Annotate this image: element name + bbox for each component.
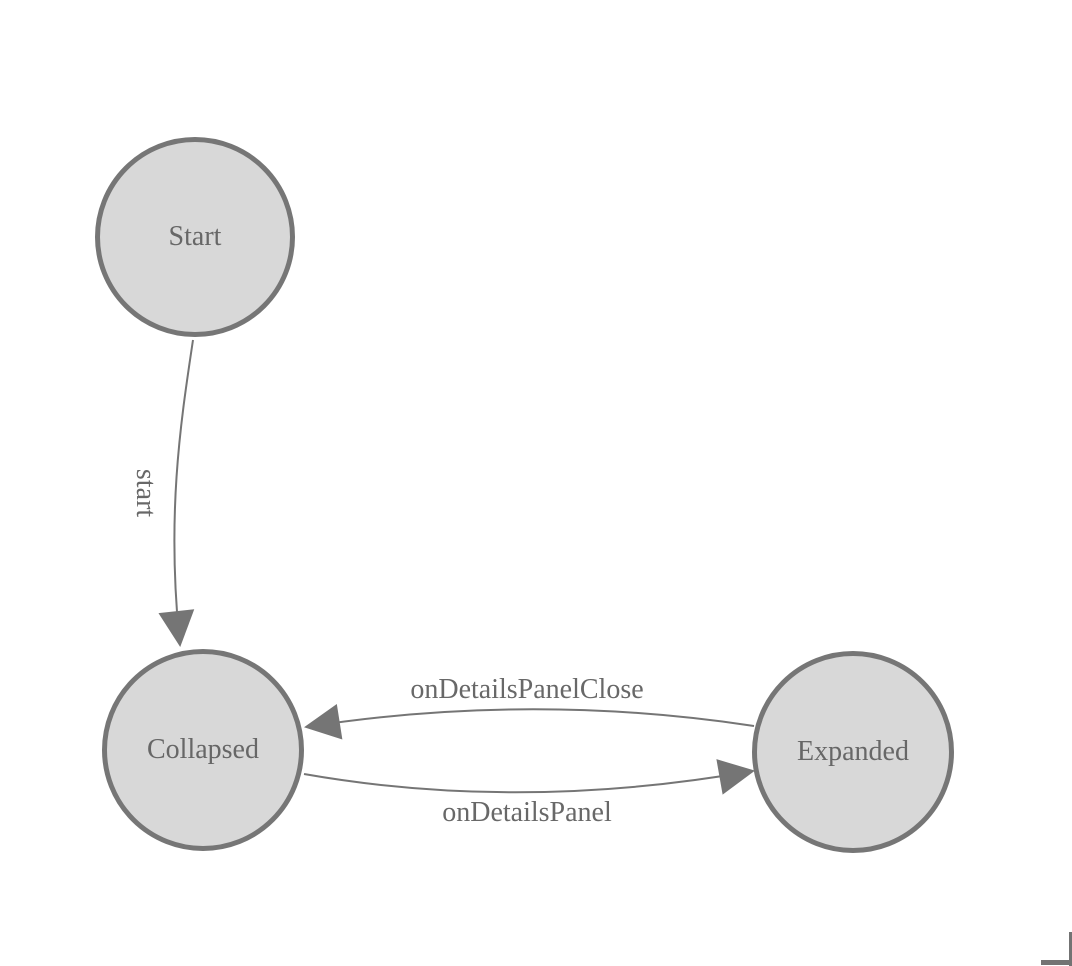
edge-start-to-collapsed [158, 339, 195, 647]
edge-label-start: start [130, 468, 161, 518]
frame-corner-vertical [1069, 932, 1072, 966]
edge-label-ondetailspanelclose: onDetailsPanelClose [410, 674, 644, 705]
frame-corner-horizontal [1041, 960, 1072, 965]
state-node-expanded-label: Expanded [797, 736, 909, 767]
state-node-collapsed-label: Collapsed [147, 734, 259, 765]
edge-label-ondetailspanel: onDetailsPanel [442, 797, 612, 828]
state-node-start: Start [95, 137, 295, 337]
edge-collapsed-to-expanded [303, 759, 755, 795]
state-node-expanded: Expanded [752, 651, 954, 853]
state-node-collapsed: Collapsed [102, 649, 304, 851]
edge-expanded-to-collapsed [304, 703, 755, 740]
state-node-start-label: Start [168, 221, 222, 252]
